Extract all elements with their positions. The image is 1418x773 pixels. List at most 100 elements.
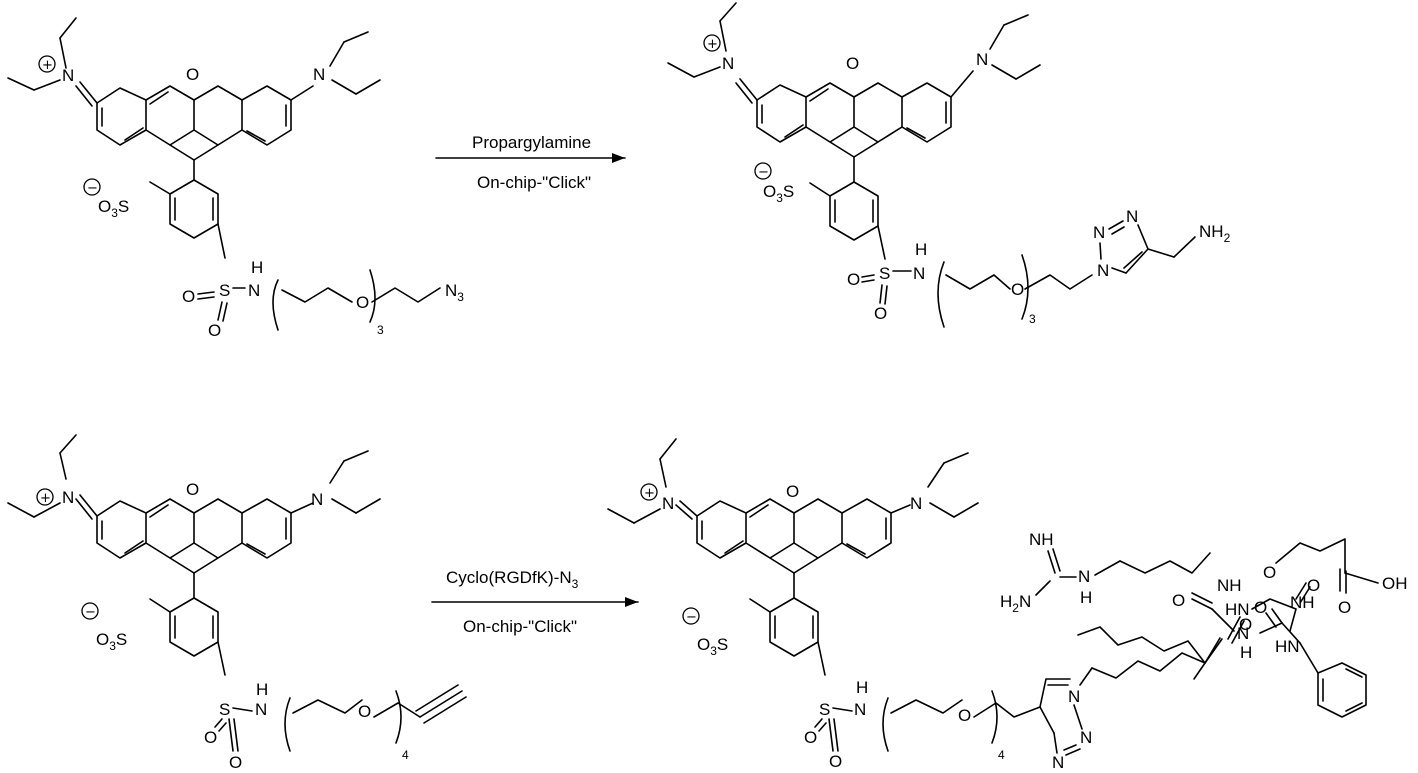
peg-o-label: O bbox=[1011, 280, 1024, 299]
amine-end-label: NH2 bbox=[1199, 222, 1231, 245]
reaction-1-reactant: N + N O O3S − S O O bbox=[7, 17, 464, 340]
amine-group: N bbox=[890, 452, 979, 518]
negative-charge-icon bbox=[81, 602, 99, 620]
iminium-n-label: N bbox=[722, 54, 734, 73]
nh-h-label: H bbox=[856, 678, 868, 697]
svg-text:−: − bbox=[87, 181, 98, 196]
hn-gly-label: HN bbox=[1225, 600, 1250, 619]
o-asp-label: O bbox=[1263, 563, 1276, 582]
amine-n-label: N bbox=[976, 50, 988, 69]
sulfonate-group: O3S − bbox=[682, 607, 728, 658]
sulfonate-label: O3S bbox=[98, 197, 129, 220]
xanthene-core bbox=[696, 498, 892, 599]
sulfonyl-o2-label: O bbox=[229, 753, 242, 772]
guan-h-label: H bbox=[1080, 588, 1092, 607]
hn-asp-label: HN bbox=[1275, 637, 1300, 656]
repeat-label: 4 bbox=[402, 748, 409, 762]
repeat-label: 4 bbox=[998, 748, 1005, 762]
o-gly-label: O bbox=[1307, 576, 1320, 595]
sulfonyl-o2-label: O bbox=[829, 752, 842, 771]
amine-n-label: N bbox=[313, 65, 325, 84]
negative-charge-icon bbox=[682, 607, 700, 625]
positive-charge-icon bbox=[36, 488, 54, 506]
sulfonyl-o1-label: O bbox=[847, 270, 860, 289]
svg-text:+: + bbox=[42, 58, 53, 73]
guan-nh2-label: H2N bbox=[1000, 592, 1031, 615]
sulfonyl-o1-label: O bbox=[804, 728, 817, 747]
triazole-n3-label: N bbox=[1052, 753, 1064, 772]
peg-linker: O 3 N3 bbox=[272, 269, 464, 337]
peg-linker: O 4 bbox=[284, 684, 467, 762]
amine-n-label: N bbox=[311, 490, 323, 509]
sulfonamide-group: S O O N H bbox=[204, 680, 268, 772]
iminium-n-label: N bbox=[62, 66, 74, 85]
reaction-1-product: N + N O O3S − S O O bbox=[667, 2, 1231, 328]
azide-label: N3 bbox=[445, 281, 464, 304]
xanthene-core bbox=[96, 85, 292, 181]
sulfonyl-s-label: S bbox=[219, 700, 230, 719]
cooh-o-label: O bbox=[1338, 598, 1351, 617]
sulfonamide-group: S O O N H bbox=[182, 258, 263, 340]
nh-h-label: H bbox=[251, 258, 263, 277]
nh-h-label: H bbox=[915, 240, 927, 259]
xanthene-o-label: O bbox=[786, 482, 799, 501]
nh-n-label: N bbox=[248, 281, 260, 300]
cyclic-peptide: HN O HN O NH NH N H H2N O NH bbox=[1000, 530, 1408, 680]
repeat-label: 3 bbox=[377, 323, 384, 337]
sulfonyl-o2-label: O bbox=[874, 304, 887, 323]
nh-lys-label: N bbox=[1237, 624, 1249, 643]
iminium-group: N + bbox=[7, 17, 98, 107]
triazole-n2-label: N bbox=[1080, 728, 1092, 747]
conditions-1-label: On-chip-"Click" bbox=[477, 173, 591, 192]
nh-h-label: H bbox=[256, 680, 268, 699]
repeat-label: 3 bbox=[1029, 312, 1036, 326]
iminium-group: N + bbox=[607, 438, 698, 524]
sulfonyl-s-label: S bbox=[819, 700, 830, 719]
cooh-oh-label: OH bbox=[1382, 574, 1408, 593]
sulfonyl-o1-label: O bbox=[204, 728, 217, 747]
sulfonate-group: O3S − bbox=[754, 162, 794, 205]
positive-charge-icon bbox=[703, 34, 721, 52]
negative-charge-icon bbox=[754, 162, 772, 180]
nh-arg-label: NH bbox=[1217, 576, 1242, 595]
negative-charge-icon bbox=[83, 178, 101, 196]
reagent-1-label: Propargylamine bbox=[472, 133, 591, 152]
triazole-n1-label: N bbox=[1097, 261, 1109, 280]
peg-o-label: O bbox=[958, 706, 971, 725]
amine-group: N bbox=[290, 450, 381, 514]
sulfonate-label: O3S bbox=[763, 182, 794, 205]
amine-n-label: N bbox=[910, 494, 922, 513]
nh-n-label: N bbox=[913, 264, 925, 283]
o-lys-label: O bbox=[1172, 591, 1185, 610]
positive-charge-icon bbox=[38, 55, 56, 73]
sulfonyl-s-label: S bbox=[219, 281, 230, 300]
benzene-ring bbox=[809, 181, 886, 260]
sulfonyl-s-label: S bbox=[879, 264, 890, 283]
sulfonamide-group: S O O N H bbox=[847, 240, 927, 323]
sulfonate-label: O3S bbox=[697, 635, 728, 658]
peg-linker: O 3 bbox=[937, 254, 1093, 328]
sulfonamide-group: S O O N H bbox=[804, 678, 868, 771]
phenyl-ring bbox=[1317, 662, 1367, 718]
peg-o-label: O bbox=[358, 702, 371, 721]
reaction-arrow-2: Cyclo(RGDfK)-N3 On-chip-"Click" bbox=[431, 568, 639, 636]
svg-text:+: + bbox=[644, 486, 655, 501]
svg-text:−: − bbox=[758, 165, 769, 180]
iminium-group: N + bbox=[667, 2, 758, 104]
triazole-n3-label: N bbox=[1126, 207, 1138, 226]
reagent-2-label: Cyclo(RGDfK)-N3 bbox=[446, 568, 579, 591]
amine-group: N bbox=[950, 14, 1041, 98]
nh-n-label: N bbox=[255, 700, 267, 719]
triazole-ring: N N N NH2 bbox=[1093, 207, 1231, 280]
triazole-n2-label: N bbox=[1093, 223, 1105, 242]
nh-n-label: N bbox=[854, 700, 866, 719]
reaction-2-reactant: N + N O O3S − S O O bbox=[7, 434, 467, 772]
h-lys-label: H bbox=[1240, 643, 1252, 662]
iminium-group: N + bbox=[7, 434, 98, 520]
imine-label: NH bbox=[1029, 530, 1054, 549]
sulfonate-group: O3S − bbox=[81, 602, 127, 653]
benzene-ring bbox=[149, 179, 226, 259]
nh-asp-label: NH bbox=[1290, 593, 1315, 612]
xanthene-o-label: O bbox=[186, 480, 199, 499]
